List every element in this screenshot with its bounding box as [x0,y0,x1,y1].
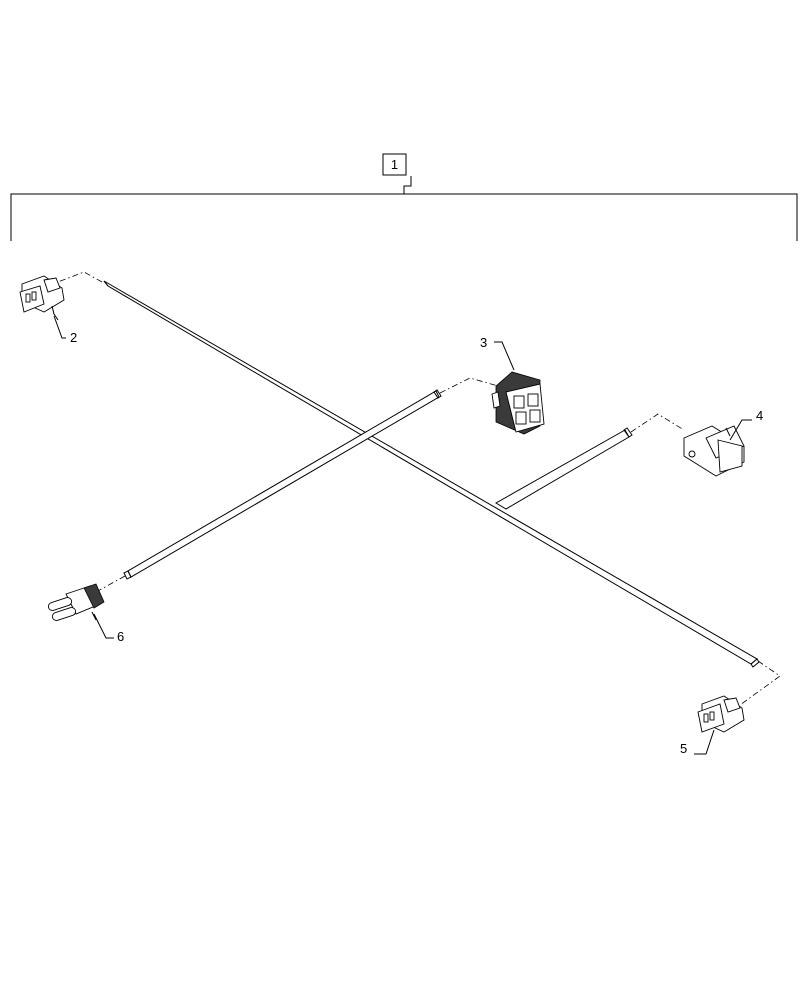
connector-5 [697,695,745,733]
connection-leaders [57,271,781,706]
assembly-label-box [382,153,407,176]
cross-wire [123,389,442,580]
branch-wire [495,427,633,510]
callout-6: 6 [93,613,124,644]
callout-5: 5 [680,729,715,756]
connector-2 [19,275,65,321]
callout-label-6: 6 [117,629,124,644]
connector-4 [683,425,745,477]
callout-3: 3 [480,335,515,371]
callout-2: 2 [53,315,77,345]
callout-4: 4 [729,408,763,441]
assembly-label: 1 [391,157,398,172]
callout-label-3: 3 [480,335,487,350]
main-wire [103,280,760,668]
callout-label-2: 2 [70,330,77,345]
callout-label-5: 5 [680,741,687,756]
connector-6 [47,583,105,621]
callout-label-4: 4 [756,408,763,423]
assembly-bracket: 1 [10,153,798,241]
connector-3 [491,371,545,435]
